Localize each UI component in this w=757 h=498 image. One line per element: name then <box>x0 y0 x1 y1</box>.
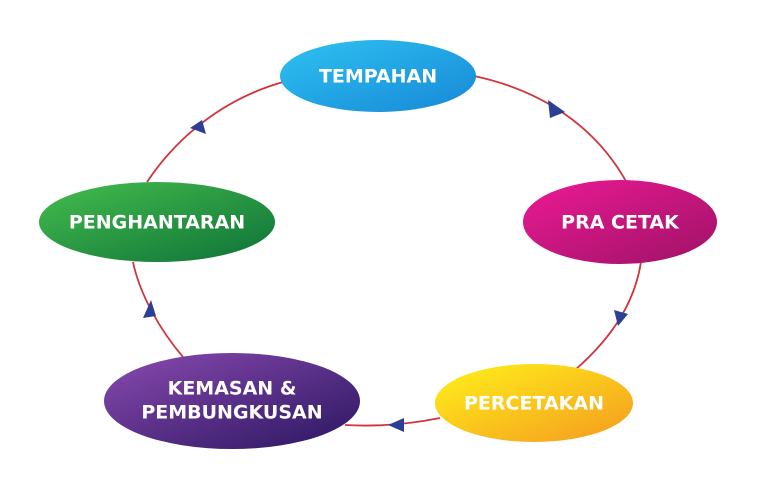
connector-kemasan-to-penghantaran <box>132 261 184 358</box>
node-kemasan: KEMASAN & PEMBUNGKUSAN <box>104 353 360 449</box>
node-pra-cetak-shape <box>523 180 717 264</box>
arrow-heads <box>143 100 628 432</box>
node-penghantaran-shape <box>39 182 275 262</box>
node-tempahan: TEMPAHAN <box>280 40 476 112</box>
node-percetakan: PERCETAKAN <box>435 364 633 442</box>
node-pra-cetak-label: PRA CETAK <box>561 212 680 234</box>
arrow-icon-2 <box>614 310 628 326</box>
node-kemasan-label-line1: KEMASAN & <box>168 378 297 400</box>
connector-pracetak-to-percetakan <box>574 261 642 371</box>
node-percetakan-label: PERCETAKAN <box>464 393 604 415</box>
connector-penghantaran-to-tempahan <box>146 81 284 183</box>
arrow-icon-1 <box>548 100 565 118</box>
node-penghantaran: PENGHANTARAN <box>39 182 275 262</box>
node-kemasan-shape <box>104 353 360 449</box>
arrow-icon-3 <box>388 418 404 432</box>
arrow-icon-4 <box>143 300 156 318</box>
arrow-icon-5 <box>190 120 206 134</box>
node-tempahan-shape <box>280 40 476 112</box>
node-kemasan-label-line2: PEMBUNGKUSAN <box>141 402 322 424</box>
connector-tempahan-to-pracetak <box>473 75 628 184</box>
node-penghantaran-label: PENGHANTARAN <box>69 212 245 234</box>
node-percetakan-shape <box>435 364 633 442</box>
node-tempahan-label: TEMPAHAN <box>319 66 437 88</box>
node-pra-cetak: PRA CETAK <box>523 180 717 264</box>
